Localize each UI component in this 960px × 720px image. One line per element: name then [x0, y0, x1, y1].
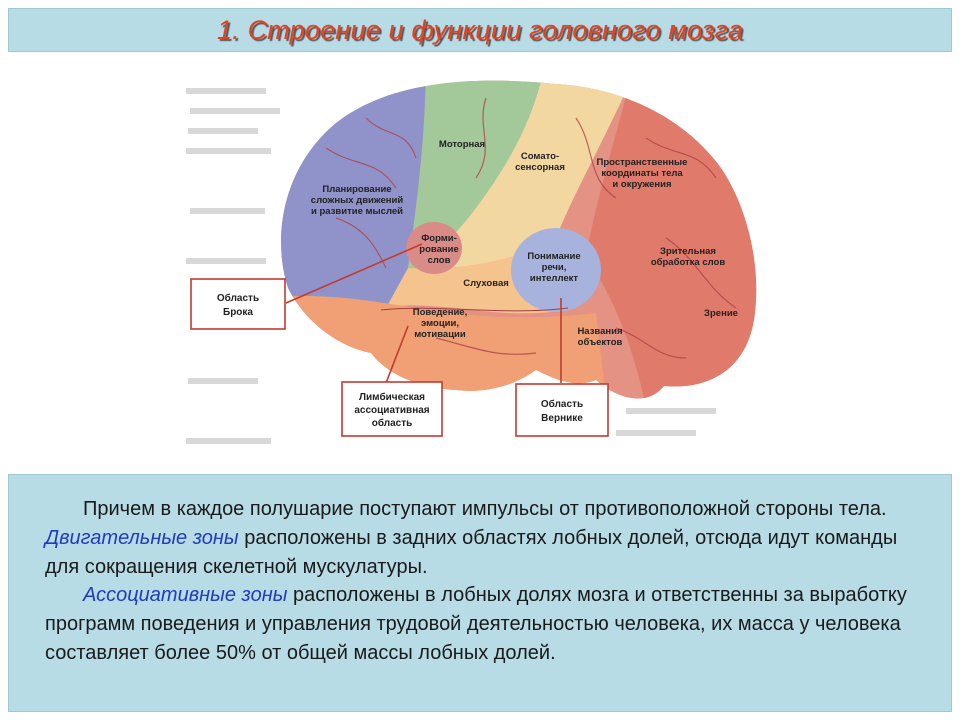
zone-behavior-label: Поведение,эмоции,мотивации — [413, 307, 467, 340]
zone-auditory-label: Слуховая — [463, 278, 509, 289]
zone-somato-label: Сомато-сенсорная — [515, 151, 565, 173]
paragraph-2-text-b: расположены в лобных долях мозга и ответ… — [45, 584, 907, 664]
paragraph-1-text-b: расположены в задних областях лобных дол… — [45, 527, 898, 578]
paragraph-1: Причем в каждое полушарие поступают импу… — [45, 495, 925, 582]
callout-pointers — [285, 243, 562, 384]
paragraph-2: Ассоциативные зоны расположены в лобных … — [45, 581, 925, 668]
zone-vision-label: Зрение — [704, 308, 738, 319]
title-bar: 1. Строение и функции головного мозга — [8, 8, 952, 52]
slide-title: 1. Строение и функции головного мозга — [216, 15, 744, 45]
paragraph-1-text-a: Причем в каждое полушарие поступают импу… — [83, 498, 887, 520]
faint-background-text — [186, 88, 716, 444]
associative-zones-highlight: Ассоциативные зоны — [83, 584, 288, 606]
text-panel: Причем в каждое полушарие поступают импу… — [8, 474, 952, 712]
lateral-fissure — [380, 307, 569, 312]
motor-zones-highlight: Двигательные зоны — [45, 527, 239, 549]
zone-motor-label: Моторная — [439, 139, 485, 150]
brain-lobes — [281, 80, 757, 399]
